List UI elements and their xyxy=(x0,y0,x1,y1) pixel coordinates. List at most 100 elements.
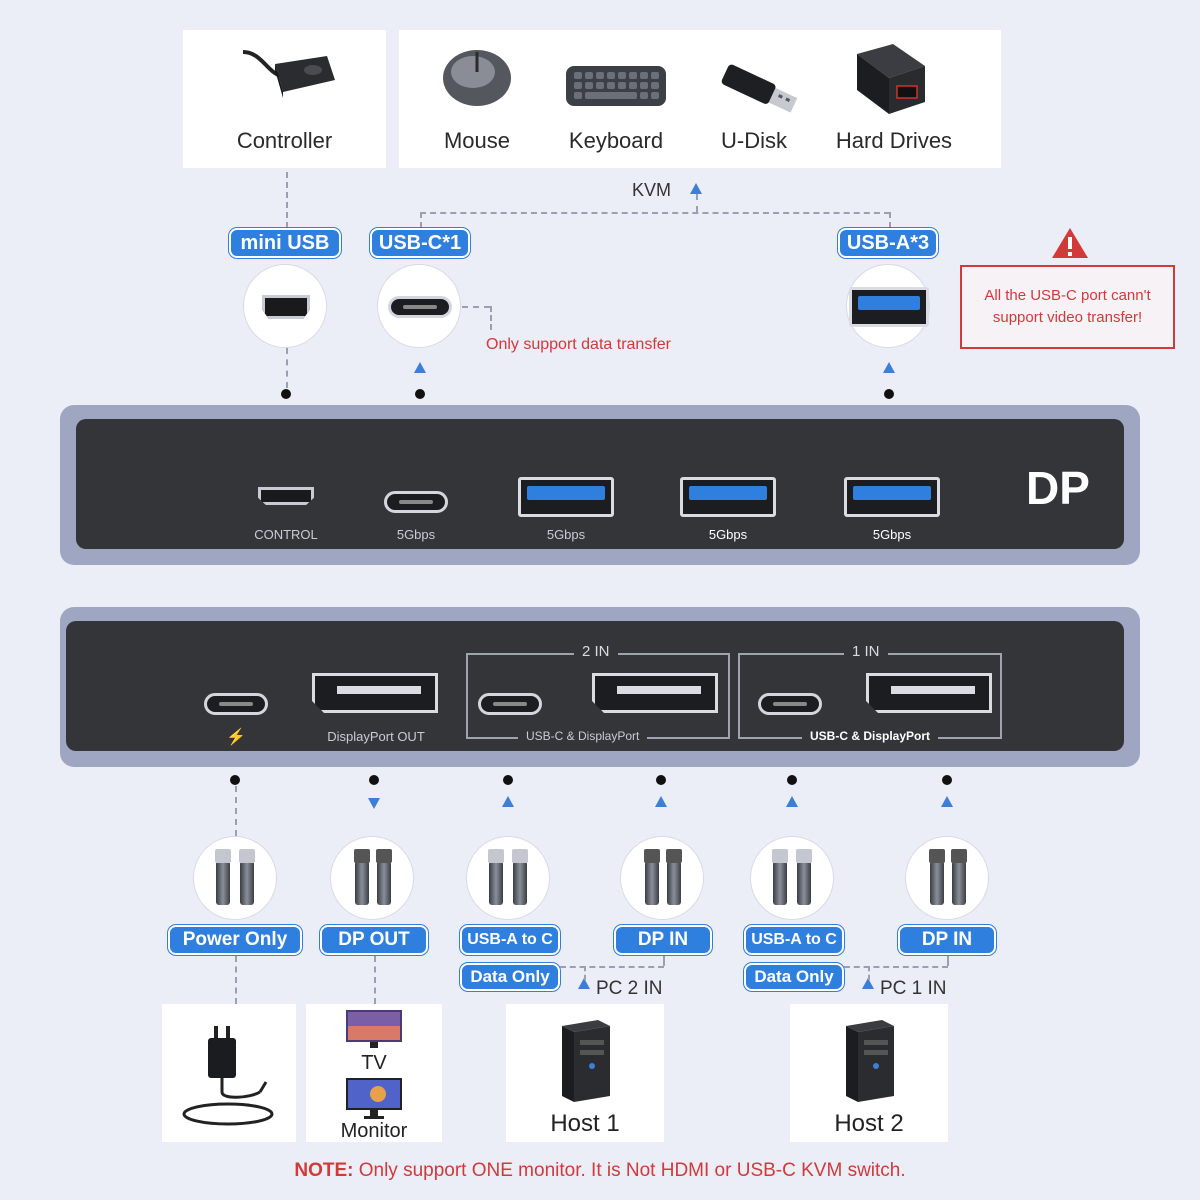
power-adapter-icon xyxy=(180,1022,280,1130)
host-2-card: Host 2 xyxy=(790,1004,948,1142)
plug-icon xyxy=(666,849,682,863)
usb-c-closeup xyxy=(377,264,461,348)
power-cable-closeup xyxy=(193,836,277,920)
rear-panel-face: ⚡ DisplayPort OUT 2 IN USB-C & DisplayPo… xyxy=(66,621,1124,751)
monitor-label: Monitor xyxy=(340,1120,408,1142)
usb-c-port-icon xyxy=(388,296,452,318)
plug-icon xyxy=(951,849,967,863)
usb-c-badge: USB-C*1 xyxy=(370,228,470,258)
dp-out-badge: DP OUT xyxy=(320,925,428,955)
cable-icon xyxy=(645,861,659,905)
host-2-label: Host 2 xyxy=(834,1110,904,1137)
pc1-line-right xyxy=(947,956,949,966)
hard-drive-icon xyxy=(851,40,931,118)
usb-drive-icon xyxy=(714,60,804,116)
mouse-label: Mouse xyxy=(443,128,511,153)
cable-icon xyxy=(240,861,254,905)
usb-a-port-icon xyxy=(849,287,929,327)
plug-icon xyxy=(215,849,231,863)
footer-note-text: Only support ONE monitor. It is Not HDMI… xyxy=(353,1160,906,1181)
display-card: TV Monitor xyxy=(306,1004,442,1142)
usbc-2-arrow xyxy=(502,796,514,807)
cable-icon xyxy=(355,861,369,905)
dp-in-cable-closeup-2 xyxy=(905,836,989,920)
pc1-drop xyxy=(868,966,870,980)
dp-out-label: DisplayPort OUT xyxy=(327,729,425,744)
usb-a-badge: USB-A*3 xyxy=(838,228,938,258)
mini-usb-dot xyxy=(281,389,291,399)
cable-icon xyxy=(216,861,230,905)
host-1-card: Host 1 xyxy=(506,1004,664,1142)
pc2-line-right xyxy=(663,956,665,966)
tv-icon xyxy=(344,1008,404,1050)
input-1-dp-port xyxy=(866,673,992,713)
plug-icon xyxy=(772,849,788,863)
usb-a-dot xyxy=(884,389,894,399)
mini-usb-port-icon xyxy=(262,295,310,319)
dp-1-dot xyxy=(942,775,952,785)
input-1-label: USB-C & DisplayPort xyxy=(802,729,939,743)
front-usb-c-port xyxy=(384,491,448,513)
computer-tower-icon xyxy=(842,1018,898,1104)
plug-icon xyxy=(239,849,255,863)
plug-icon xyxy=(796,849,812,863)
plug-icon xyxy=(488,849,504,863)
footer-note-prefix: NOTE: xyxy=(294,1160,354,1181)
usb-a-arrow xyxy=(883,362,895,373)
dpout-to-monitor xyxy=(374,956,376,1004)
front-usb-a-speed-1: 5Gbps xyxy=(546,527,586,542)
front-usb-a-port-1 xyxy=(518,477,614,517)
dp-out-arrow xyxy=(368,798,380,809)
cable-icon xyxy=(797,861,811,905)
front-usb-a-speed-2: 5Gbps xyxy=(708,527,748,542)
note-line-h xyxy=(462,306,490,308)
pc2-line xyxy=(560,966,664,968)
plug-icon xyxy=(354,849,370,863)
front-panel: CONTROL 5Gbps 5Gbps 5Gbps 5Gbps DP xyxy=(60,405,1140,565)
warning-text-2: support video transfer! xyxy=(992,309,1143,326)
dp-out-port xyxy=(312,673,438,713)
cable-icon xyxy=(773,861,787,905)
data-transfer-note: Only support data transfer xyxy=(486,336,671,353)
usbc-1-dot xyxy=(787,775,797,785)
footer-note: NOTE: Only support ONE monitor. It is No… xyxy=(0,1160,1200,1182)
usbc-2-dot xyxy=(503,775,513,785)
pc1-line xyxy=(844,966,948,968)
front-usb-a-speed-3: 5Gbps xyxy=(872,527,912,542)
warning-box: All the USB-C port cann't support video … xyxy=(960,265,1175,349)
input-1-title: 1 IN xyxy=(844,643,888,660)
front-usb-c-speed: 5Gbps xyxy=(396,527,436,542)
control-port xyxy=(258,487,314,505)
monitor-icon xyxy=(344,1076,404,1120)
mini-usb-closeup xyxy=(243,264,327,348)
dp-2-dot xyxy=(656,775,666,785)
rear-panel: ⚡ DisplayPort OUT 2 IN USB-C & DisplayPo… xyxy=(60,607,1140,767)
input-1-usb-c-port xyxy=(758,693,822,715)
input-2-dp-port xyxy=(592,673,718,713)
usba-c-cable-closeup-2 xyxy=(750,836,834,920)
dp-in-badge-2: DP IN xyxy=(898,925,996,955)
cable-icon xyxy=(377,861,391,905)
tv-label: TV xyxy=(361,1052,387,1074)
plug-icon xyxy=(929,849,945,863)
keyboard-icon xyxy=(564,62,668,110)
cable-icon xyxy=(667,861,681,905)
host-1-label: Host 1 xyxy=(550,1110,620,1137)
controller-icon xyxy=(241,42,337,100)
mini-usb-drop xyxy=(286,348,288,388)
kvm-arrow xyxy=(690,183,702,194)
power-adapter-card xyxy=(162,1004,296,1142)
plug-icon xyxy=(512,849,528,863)
dp-out-cable-closeup xyxy=(330,836,414,920)
note-line-v xyxy=(490,306,492,330)
kvm-label: KVM xyxy=(632,180,672,200)
usba-to-c-badge-1: USB-A to C xyxy=(460,925,560,955)
front-usb-a-port-2 xyxy=(680,477,776,517)
udisk-label: U-Disk xyxy=(721,128,787,153)
kvm-branch-right xyxy=(889,212,891,228)
peripherals-card: Mouse Keyboard U-Disk Hard xyxy=(399,30,1001,168)
front-usb-a-port-3 xyxy=(844,477,940,517)
plug-icon xyxy=(376,849,392,863)
power-dot xyxy=(230,775,240,785)
dp-out-dot xyxy=(369,775,379,785)
